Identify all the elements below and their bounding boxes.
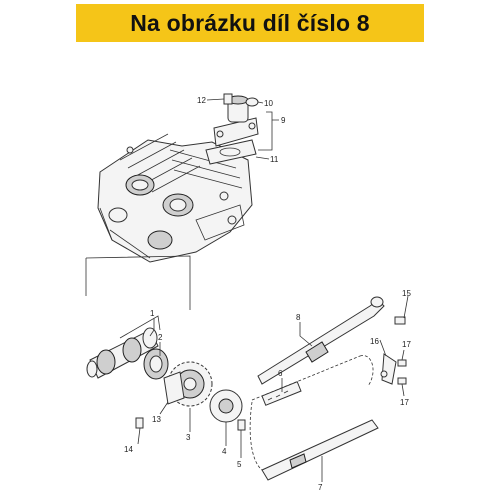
decompressor [163,371,185,405]
callout-4: 4 [222,447,227,456]
bolt-5 [237,419,246,431]
leader-lines [137,295,409,482]
chain-tensioner [205,93,279,165]
plate [209,389,243,423]
bearing [143,348,169,380]
callout-3: 3 [186,433,191,442]
camshaft [86,315,161,379]
bolt-14 [135,417,144,429]
tensioner-lever-16 [380,353,397,385]
timing-chain [249,355,374,471]
callout-12: 12 [197,96,206,105]
chain-guide-7 [261,419,379,481]
callout-17-upper: 17 [402,340,411,349]
chain-guide-part-8 [257,296,385,385]
callout-10: 10 [264,99,273,108]
callout-16: 16 [370,337,379,346]
callout-14: 14 [124,445,133,454]
callout-1: 1 [150,309,155,318]
callout-11: 11 [270,155,279,164]
callout-13: 13 [152,415,161,424]
callout-15: 15 [402,289,411,298]
callout-2: 2 [158,333,163,342]
callout-9: 9 [281,116,286,125]
title-banner: Na obrázku díl číslo 8 [76,4,424,42]
cylinder-head [97,133,253,263]
callout-6: 6 [278,369,283,378]
callout-5: 5 [237,460,242,469]
bolt-17 [397,359,407,385]
callout-frame [85,255,191,310]
callout-7: 7 [318,483,323,492]
callout-17-lower: 17 [400,398,409,407]
callout-8: 8 [296,313,301,322]
bolt-15 [394,316,406,325]
banner-text: Na obrázku díl číslo 8 [130,9,370,36]
